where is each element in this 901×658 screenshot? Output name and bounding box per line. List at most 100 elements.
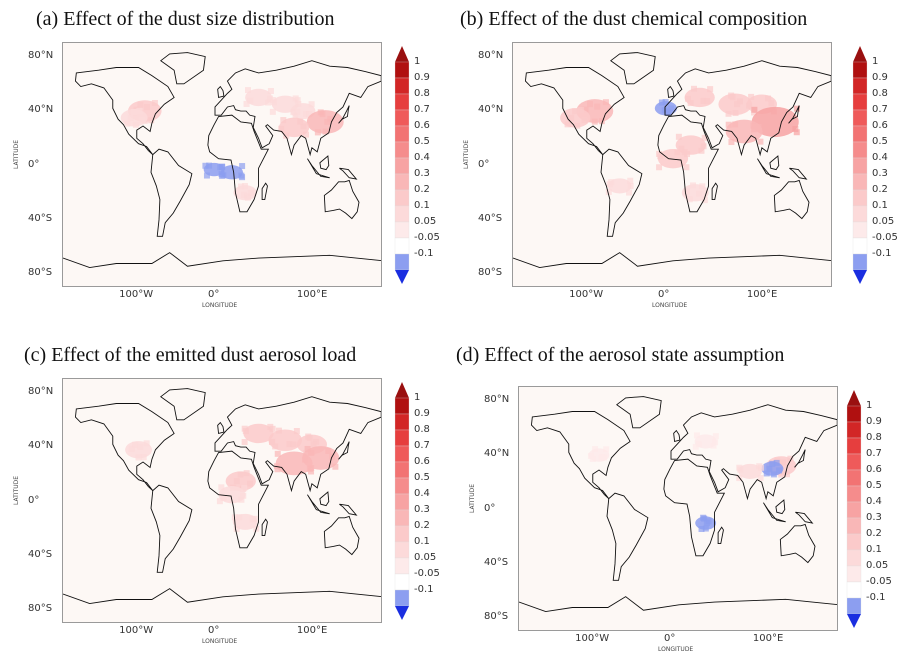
colorbar-label: 0.1 [414, 200, 430, 211]
colorbar-label: 0.7 [866, 448, 882, 459]
colorbar-label: -0.1 [414, 248, 434, 259]
lon-tick-label: 100°W [569, 289, 604, 300]
data-cell-pixel [286, 441, 293, 448]
colorbar-segment [394, 237, 410, 255]
data-cell-pixel [591, 118, 598, 125]
colorbar-svg [846, 390, 862, 628]
antarctica-coastline [63, 588, 381, 605]
colorbar-label: 0.8 [414, 424, 430, 435]
data-cell-pixel [124, 120, 131, 127]
data-cell-pixel [755, 123, 762, 130]
data-cell-pixel [586, 101, 593, 108]
colorbar-bottom-arrow [395, 606, 409, 620]
coastline [779, 523, 816, 564]
data-cell-pixel [701, 197, 708, 204]
coastline [323, 179, 360, 220]
data-cell-pixel [317, 109, 324, 116]
data-cell-pixel [582, 106, 589, 113]
lon-tick-label: 100°E [296, 625, 328, 636]
colorbar-segment [394, 93, 410, 111]
lon-tick-label: 100°E [746, 289, 778, 300]
coastline [214, 396, 381, 493]
colorbar-segment [394, 189, 410, 207]
colorbar-label: 0.9 [866, 416, 882, 427]
colorbar-label: 0.05 [414, 552, 437, 563]
data-cell-pixel [592, 446, 599, 453]
lon-tick-label: 100°W [119, 289, 154, 300]
colorbar-label: 0.2 [872, 184, 888, 195]
coastline [339, 167, 358, 180]
lat-tick-label: 40°S [28, 548, 53, 560]
colorbar-segment [394, 141, 410, 159]
coastline [207, 114, 270, 213]
data-cell [738, 463, 762, 479]
colorbar-label: 0.5 [414, 136, 430, 147]
data-cell-pixel [303, 131, 310, 138]
coastline [667, 85, 675, 99]
colorbar-segment [852, 125, 868, 143]
coastline [717, 526, 724, 544]
colorbar-segment [394, 157, 410, 175]
data-cell-pixel [233, 478, 240, 485]
data-cell-pixel [626, 189, 633, 196]
data-cell-pixel [216, 498, 223, 505]
data-cell-pixel [773, 459, 780, 466]
lat-tick-label: 40°S [28, 212, 53, 224]
colorbar-segment [394, 493, 410, 511]
data-cell-pixel [662, 99, 669, 106]
data-cell-pixel [219, 164, 226, 171]
colorbar-segment [852, 157, 868, 175]
data-cell-pixel [725, 121, 732, 128]
colorbar-label: 0.8 [872, 88, 888, 99]
data-cell-pixel [265, 99, 272, 106]
data-cell-pixel [267, 88, 274, 95]
lon-tick-label: 100°W [119, 625, 154, 636]
colorbar-label: 0.5 [872, 136, 888, 147]
data-cell [751, 106, 799, 138]
colorbar-label: 0.6 [872, 120, 888, 131]
coastline [530, 411, 631, 499]
data-cell-pixel [690, 182, 697, 189]
colorbar-label: 0.05 [414, 216, 437, 227]
coastline [150, 484, 193, 573]
data-cell-pixel [247, 97, 254, 104]
data-cell-pixel [572, 108, 579, 115]
colorbar-segment [846, 517, 862, 535]
coastline [616, 396, 662, 429]
data-cell-pixel [305, 433, 312, 440]
lat-tick-label: 40°S [478, 212, 503, 224]
lon-tick-label: 0° [208, 289, 220, 300]
colorbar-segment [394, 429, 410, 447]
map-area [62, 42, 382, 287]
coastline [217, 85, 225, 99]
y-axis-label: LATITUDE [13, 139, 21, 169]
data-cell-pixel [290, 109, 297, 116]
colorbar-segment [394, 253, 410, 271]
lat-tick-label: 0° [28, 494, 40, 506]
colorbar-label: 1 [866, 400, 873, 411]
colorbar-segment [852, 77, 868, 95]
data-cell-pixel [757, 138, 764, 145]
colorbar-label: 0.1 [872, 200, 888, 211]
data-cell-pixel [770, 471, 777, 478]
colorbar-segment [846, 501, 862, 519]
map-svg [519, 396, 837, 613]
colorbar-segment [394, 205, 410, 223]
data-cell-pixel [784, 471, 791, 478]
data-cell-pixel [603, 446, 610, 453]
colorbar-top-arrow [395, 382, 409, 398]
data-cell-pixel [240, 191, 247, 198]
data-cell-pixel [751, 106, 758, 113]
data-cell-pixel [218, 484, 225, 491]
lat-tick-label: 0° [28, 158, 40, 170]
colorbar-svg [394, 382, 410, 620]
data-cell-pixel [696, 190, 703, 197]
data-cell-pixel [765, 95, 772, 102]
data-cell-pixel [293, 428, 300, 435]
map-area [518, 386, 838, 631]
coastline [788, 105, 800, 124]
data-cell-pixel [310, 441, 317, 448]
antarctica-coastline [519, 596, 837, 613]
data-cell-pixel [768, 100, 775, 107]
colorbar-segment [394, 557, 410, 575]
